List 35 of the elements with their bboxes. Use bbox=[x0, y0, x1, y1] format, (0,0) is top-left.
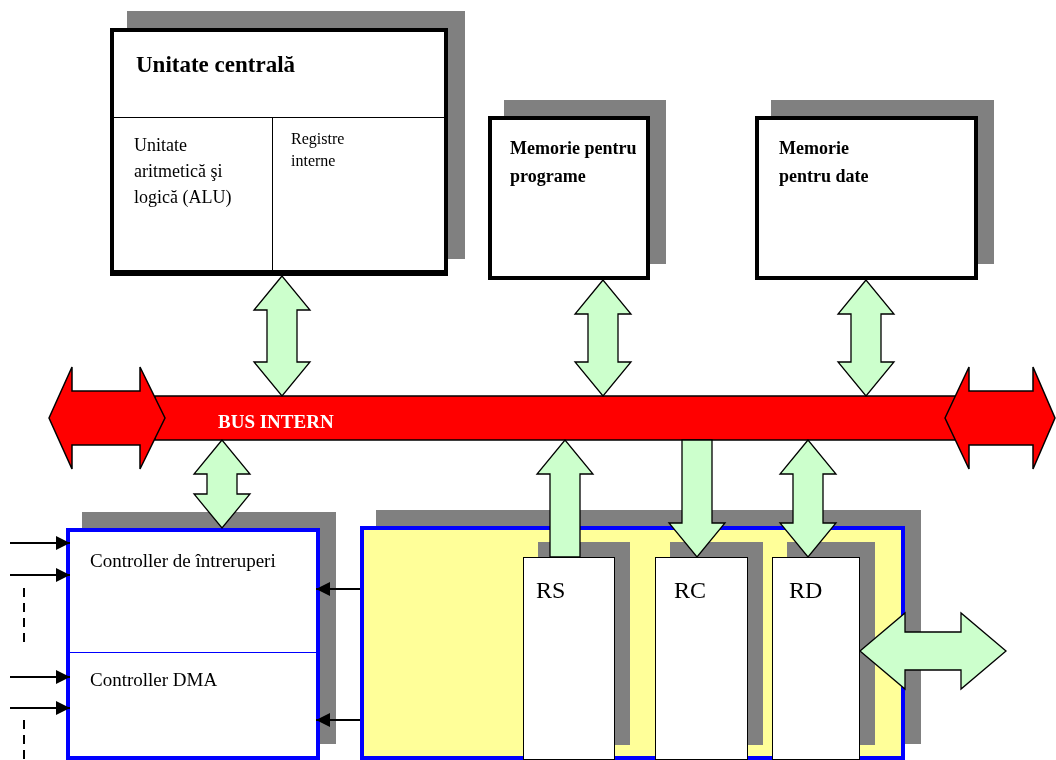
alu-box bbox=[114, 117, 273, 272]
arrow bbox=[315, 582, 361, 596]
arrow bbox=[9, 536, 71, 550]
arrow bbox=[9, 568, 71, 582]
register-label: RD bbox=[789, 576, 823, 605]
memory-label: Memorie pentru date bbox=[779, 137, 870, 188]
block-arrow bbox=[252, 274, 312, 398]
register-box bbox=[273, 117, 444, 272]
memory-box bbox=[755, 116, 978, 280]
arrow bbox=[9, 670, 71, 684]
register-box bbox=[523, 557, 615, 760]
register-label: Registre interne bbox=[291, 129, 346, 171]
block-arrow bbox=[859, 611, 1007, 691]
register-box bbox=[772, 557, 860, 760]
arrow bbox=[9, 701, 71, 715]
block-arrow bbox=[535, 438, 595, 558]
arrow bbox=[315, 713, 361, 727]
peripheral-box bbox=[360, 526, 905, 760]
memory-label: Memorie pentru programe bbox=[510, 137, 638, 188]
register-label: RC bbox=[674, 576, 706, 605]
register-label: RS bbox=[536, 576, 566, 605]
block-arrow bbox=[573, 278, 633, 398]
cpu-title: Unitate centrală bbox=[136, 51, 296, 79]
cpu-box bbox=[110, 28, 448, 276]
block-arrow bbox=[192, 438, 252, 530]
alu-label: Unitate aritmetică şi logică (ALU) bbox=[134, 134, 233, 209]
block-arrow bbox=[836, 278, 896, 398]
register-box bbox=[655, 557, 748, 760]
block-arrow bbox=[667, 439, 727, 559]
controller-label: Controller de întreruperi bbox=[90, 549, 277, 573]
controller-box bbox=[66, 528, 320, 760]
memory-box bbox=[488, 116, 650, 280]
bus-label: BUS INTERN bbox=[218, 410, 334, 434]
controller-label: Controller DMA bbox=[90, 668, 219, 692]
block-arrow bbox=[778, 438, 838, 559]
